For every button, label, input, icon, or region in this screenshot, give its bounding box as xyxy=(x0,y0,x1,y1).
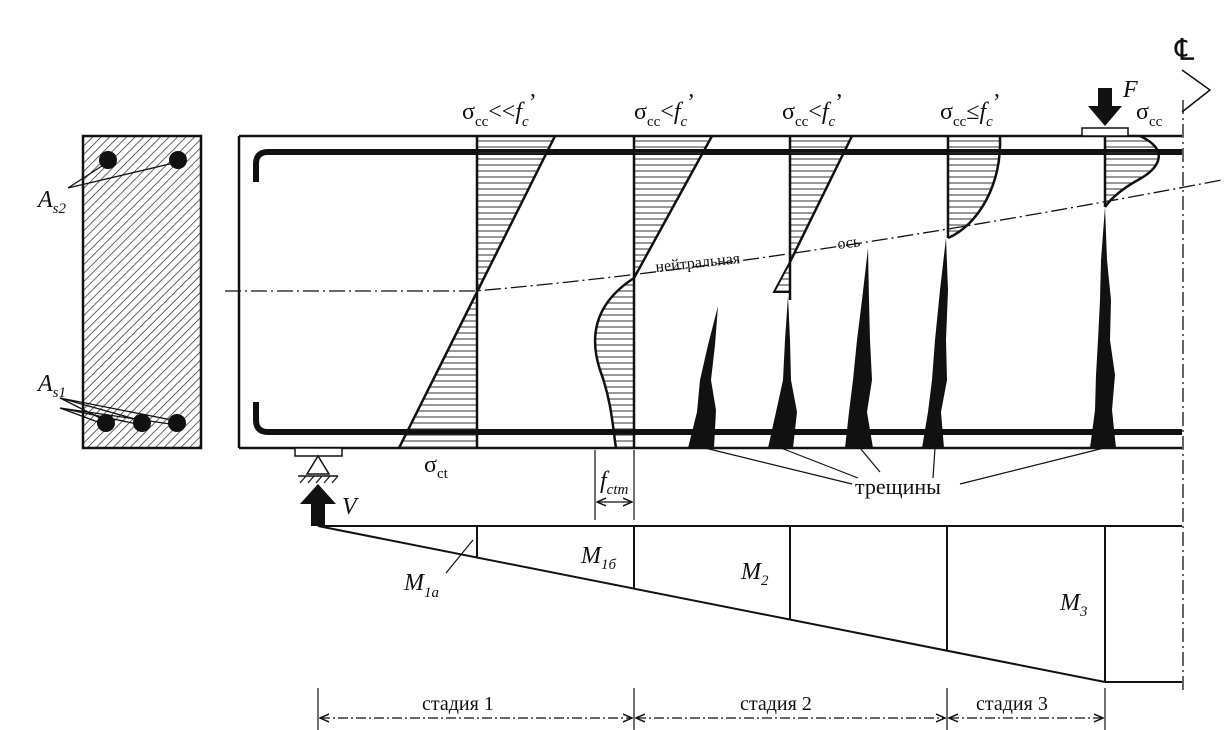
support-hatching xyxy=(299,475,339,484)
cracks xyxy=(688,207,1116,448)
stress-diagram-1a xyxy=(397,135,557,449)
tension-remnant-2 xyxy=(772,261,791,293)
centerline-mark: ℄ xyxy=(1174,34,1212,113)
reaction-arrow xyxy=(300,484,336,526)
stress-diagram-2 xyxy=(772,135,854,300)
label-as2: As2 xyxy=(36,187,67,217)
stress-diagram-4 xyxy=(1103,134,1160,208)
moment-diagram: M1a M1б M2 M3 xyxy=(317,525,1182,683)
bottom-reinforcement xyxy=(253,402,1182,435)
stress-label-3: σcc≤fc’ xyxy=(940,90,1001,130)
top-reinforcement xyxy=(253,149,1182,182)
top-rebar-right xyxy=(169,151,187,169)
stage-dimensions: стадия 1 стадия 2 стадия 3 xyxy=(317,688,1106,730)
stress-diagram-3 xyxy=(946,135,1002,240)
leader-m1a xyxy=(445,539,474,574)
fctm-dimension: fctm xyxy=(594,450,635,520)
leader-as2 xyxy=(67,161,179,189)
symmetry-chevron xyxy=(1181,69,1212,113)
sigma-ct-label: σct xyxy=(424,452,449,482)
leader-as1 xyxy=(59,397,178,426)
stress-labels: σcc<<fc’ σcc<fc’ σcc<fc’ σcc≤fc’ σcc xyxy=(462,90,1163,130)
moment-label-1a: M1a xyxy=(403,570,439,601)
support-plate xyxy=(294,447,343,457)
stage-2-label: стадия 2 xyxy=(740,693,812,715)
stress-label-1b: σcc<fc’ xyxy=(634,90,695,130)
stress-line-1b xyxy=(632,135,714,279)
stress-diagram-1b xyxy=(593,135,714,449)
neutral-axis-label-1: нейтральная xyxy=(655,250,742,276)
tension-curve-1b xyxy=(593,276,635,449)
crack-4 xyxy=(922,238,948,448)
compression-zone-4 xyxy=(1105,136,1159,207)
crack-5 xyxy=(1090,207,1116,448)
load-arrow xyxy=(1088,88,1122,126)
stress-label-4: σcc xyxy=(1136,99,1163,130)
stress-label-2: σcc<fc’ xyxy=(782,90,843,130)
stage-1-label: стадия 1 xyxy=(422,693,494,715)
reaction-label: V xyxy=(342,494,359,520)
cracks-callout: трещины xyxy=(704,447,1105,499)
moment-envelope xyxy=(317,525,1106,683)
crack-leaders xyxy=(704,447,1105,485)
stress-line-1a xyxy=(397,135,557,449)
support: V xyxy=(294,447,359,526)
stress-curve-3 xyxy=(947,135,1002,240)
section-body xyxy=(81,134,203,450)
stage-3-label: стадия 3 xyxy=(976,693,1048,715)
label-as1: As1 xyxy=(36,371,66,401)
tension-zone-1b xyxy=(595,278,634,448)
load-plate xyxy=(1081,127,1129,137)
stress-line-2 xyxy=(788,135,854,263)
bottom-rebar-2 xyxy=(133,414,151,432)
crack-2 xyxy=(768,296,797,448)
moment-label-1b: M1б xyxy=(580,543,617,573)
moment-label-3: M3 xyxy=(1059,590,1088,620)
load-label: F xyxy=(1122,77,1138,103)
fctm-label: fctm xyxy=(600,468,628,498)
support-triangle xyxy=(305,454,331,475)
neutral-axis-line xyxy=(225,179,1223,292)
point-load: F xyxy=(1081,77,1138,137)
stress-curve-4 xyxy=(1103,134,1160,208)
centerline-symbol: ℄ xyxy=(1174,34,1195,67)
stress-label-1a: σcc<<fc’ xyxy=(462,90,537,130)
moment-label-2: M2 xyxy=(740,559,769,589)
crack-1 xyxy=(688,306,718,448)
crack-3 xyxy=(845,248,873,448)
neutral-axis-label-2: ось xyxy=(836,233,861,253)
bottom-rebar-3 xyxy=(168,414,186,432)
cracks-label: трещины xyxy=(855,474,941,499)
cross-section: As2 As1 xyxy=(36,134,203,450)
compression-zone-3 xyxy=(948,136,1001,238)
